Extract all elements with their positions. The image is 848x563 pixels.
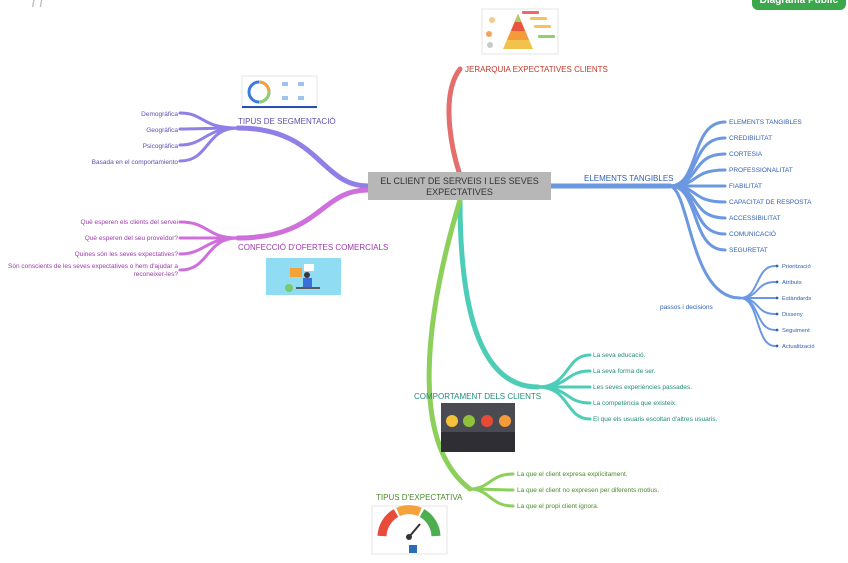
branch-jerarquia-label[interactable]: JERARQUIA EXPECTATIVES CLIENTS	[465, 65, 608, 74]
tangibles-item[interactable]: FIABILITAT	[729, 183, 762, 190]
passos-item[interactable]: Atributs	[782, 280, 802, 286]
pyramid-image[interactable]	[481, 8, 559, 55]
tangibles-item[interactable]: ACCESSIBILITAT	[729, 215, 780, 222]
tangibles-item[interactable]: ELEMENTS TANGIBLES	[729, 119, 802, 126]
public-diagram-badge[interactable]: Diagrama Públic	[751, 0, 846, 10]
segmentacio-item[interactable]: Psicográfica	[143, 143, 179, 150]
customer-emotions-image[interactable]	[441, 403, 515, 452]
commercial-offers-image[interactable]	[266, 258, 341, 295]
branch-confeccio-label[interactable]: CONFECCIÓ D'OFERTES COMERCIALS	[238, 243, 388, 252]
confeccio-item[interactable]: Què esperen els clients del servei	[80, 219, 178, 226]
expectation-gauge-image[interactable]	[371, 505, 448, 555]
branch-tipus-label[interactable]: TIPUS D'EXPECTATIVA	[376, 493, 463, 502]
passos-item[interactable]: Actualització	[782, 344, 815, 350]
branch-comportament-label[interactable]: COMPORTAMENT DELS CLIENTS	[414, 392, 541, 401]
branch-jerarquia-line	[446, 66, 463, 175]
comportament-item[interactable]: La competència que existeix.	[593, 400, 677, 407]
segmentacio-item[interactable]: Basada en el comportamiento	[92, 159, 179, 166]
confeccio-item[interactable]: Quines són les seves expectatives?	[75, 251, 179, 258]
tangibles-item[interactable]: PROFESSIONALITAT	[729, 167, 793, 174]
passos-item[interactable]: Estàndards	[782, 296, 811, 302]
app-logo: ƒƒ	[30, 0, 46, 7]
branch-tangibles-label[interactable]: ELEMENTS TANGIBLES	[584, 174, 674, 183]
branch-confeccio-line	[235, 187, 371, 241]
central-node-title-line2: EXPECTATIVES	[426, 187, 493, 197]
tangibles-item[interactable]: CREDIBILITAT	[729, 135, 772, 142]
tipus-item[interactable]: La que el client expresa explícitament.	[517, 471, 628, 478]
tipus-item[interactable]: La que el client no expresen per diferen…	[517, 487, 659, 494]
branch-tipus-line	[426, 197, 473, 492]
tangibles-subbranch-label[interactable]: passos i decisions	[660, 304, 713, 311]
passos-item[interactable]: Seguiment	[782, 328, 810, 334]
branch-segmentacio-line	[235, 125, 371, 189]
comportament-item[interactable]: La seva forma de ser.	[593, 368, 656, 375]
confeccio-item[interactable]: Què esperen del seu proveïdor?	[85, 235, 179, 242]
confeccio-item-line2[interactable]: reconeixer-les?	[134, 271, 179, 278]
segmentacio-item[interactable]: Demográfica	[141, 111, 178, 118]
branch-comportament-line	[457, 197, 541, 390]
bullet-icon	[775, 312, 779, 316]
central-node-title-line1: EL CLIENT DE SERVEIS I LES SEVES	[380, 176, 538, 186]
segmentacio-item[interactable]: Geográfica	[146, 127, 178, 134]
tangibles-item[interactable]: CAPACITAT DE RESPOSTA	[729, 199, 812, 206]
bullet-icon	[775, 264, 779, 268]
central-node[interactable]: EL CLIENT DE SERVEIS I LES SEVES EXPECTA…	[368, 172, 551, 200]
tangibles-item[interactable]: SEGURETAT	[729, 247, 768, 254]
comportament-item[interactable]: La seva educació.	[593, 352, 646, 359]
branch-segmentacio-label[interactable]: TIPUS DE SEGMENTACIÓ	[238, 117, 336, 126]
bullet-icon	[775, 296, 779, 300]
confeccio-item-line1[interactable]: Són conscients de les seves expectatives…	[8, 263, 178, 270]
bullet-icon	[775, 344, 779, 348]
tangibles-item[interactable]: COMUNICACIÓ	[729, 229, 776, 238]
passos-item[interactable]: Disseny	[782, 312, 803, 318]
segmentation-image[interactable]	[241, 75, 318, 109]
tipus-item[interactable]: La que el propi client ignora.	[517, 503, 599, 510]
passos-item[interactable]: Priorització	[782, 264, 811, 270]
bullet-icon	[775, 280, 779, 284]
comportament-item[interactable]: Les seves experiències passades.	[593, 384, 692, 391]
comportament-item[interactable]: El que els usuaris escoltan d'altres usu…	[593, 416, 718, 423]
tangibles-item[interactable]: CORTESIA	[729, 151, 763, 158]
bullet-icon	[775, 328, 779, 332]
